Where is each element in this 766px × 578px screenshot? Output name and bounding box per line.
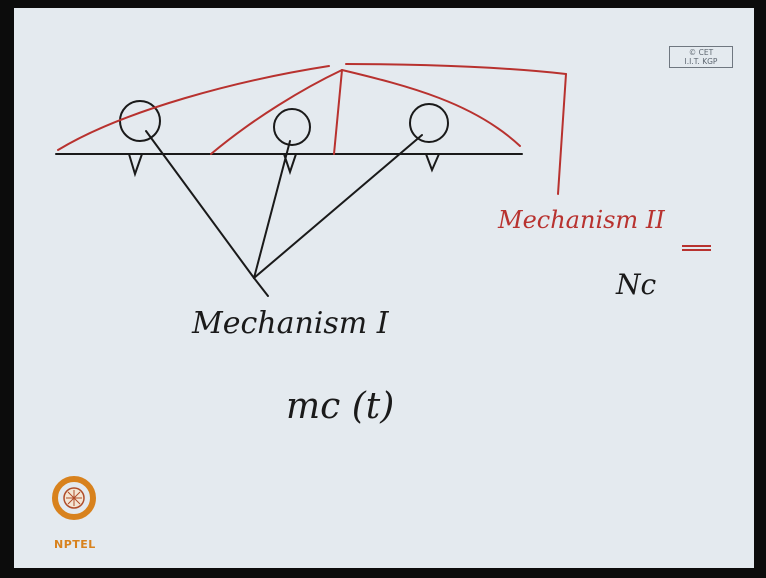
- support-right: [425, 153, 440, 173]
- nptel-logo-icon: [52, 476, 96, 520]
- hinge-right: [409, 103, 449, 143]
- support-left: [128, 153, 143, 178]
- whiteboard: © CET I.I.T. KGP Mechanism I mc (t) Mech…: [14, 8, 754, 568]
- beam: [55, 153, 523, 178]
- watermark-line-1: © CET: [688, 48, 714, 57]
- copyright-watermark: © CET I.I.T. KGP: [669, 46, 733, 68]
- mechanism-1-label: Mechanism I: [192, 306, 389, 341]
- watermark-line-2: I.I.T. KGP: [684, 57, 718, 66]
- nptel-logo-text: NPTEL: [54, 538, 96, 551]
- hinge-middle: [273, 108, 311, 146]
- mechanism-2-underline: [682, 245, 711, 251]
- plastic-hinges: [119, 100, 449, 146]
- beam-mechanism-sketch: [52, 63, 711, 520]
- mechanism-1-lines: [145, 130, 423, 297]
- mechanism-2-diagram: [57, 63, 567, 195]
- mechanism-2-label: Mechanism II: [498, 206, 665, 234]
- mc-t-label: mc (t): [286, 386, 395, 427]
- nc-label: Nc: [616, 268, 657, 301]
